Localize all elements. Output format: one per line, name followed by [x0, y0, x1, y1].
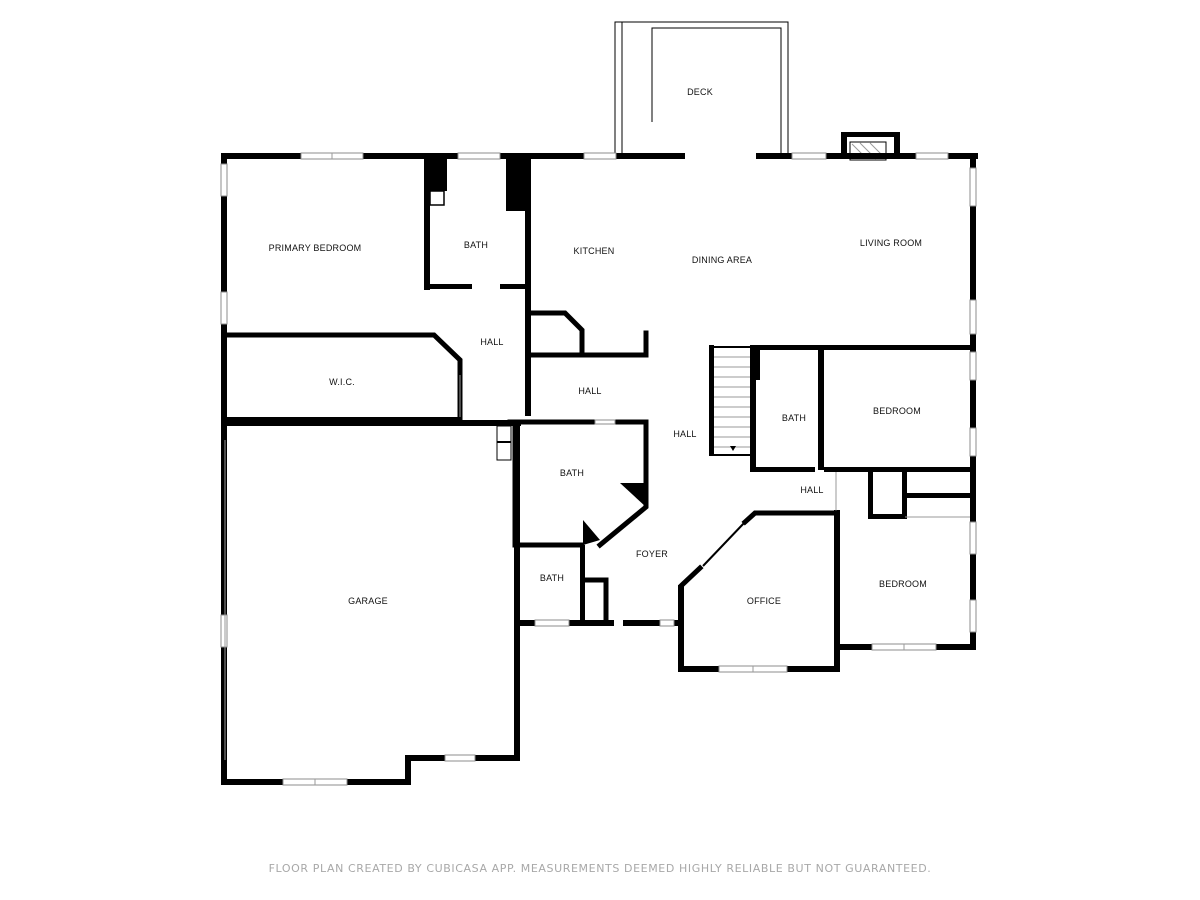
- label-primary-bedroom: PRIMARY BEDROOM: [269, 243, 362, 253]
- deck-outline: [614, 21, 789, 156]
- label-hall-primary: HALL: [480, 337, 503, 347]
- label-bath-center: BATH: [560, 468, 584, 478]
- label-foyer: FOYER: [636, 549, 668, 559]
- windows: [220, 152, 977, 786]
- label-hall-middle: HALL: [578, 386, 601, 396]
- label-hall-east: HALL: [800, 485, 823, 495]
- label-office: OFFICE: [747, 596, 781, 606]
- label-bath-small: BATH: [540, 573, 564, 583]
- label-bath-primary: BATH: [464, 240, 488, 250]
- label-bath-stairs: BATH: [782, 413, 806, 423]
- interior-walls: [221, 156, 975, 625]
- label-bedroom-upper: BEDROOM: [873, 406, 921, 416]
- label-bedroom-lower: BEDROOM: [879, 579, 927, 589]
- label-living-room: LIVING ROOM: [860, 238, 922, 248]
- footer-disclaimer: FLOOR PLAN CREATED BY CUBICASA APP. MEAS…: [269, 862, 932, 875]
- label-dining-area: DINING AREA: [692, 255, 752, 265]
- label-deck: DECK: [687, 87, 713, 97]
- label-hall-center: HALL: [673, 429, 696, 439]
- label-kitchen: KITCHEN: [574, 246, 615, 256]
- room-labels: DECK PRIMARY BEDROOM BATH KITCHEN DINING…: [269, 87, 927, 606]
- label-garage: GARAGE: [348, 596, 388, 606]
- stair-treads: [714, 356, 752, 448]
- label-wic: W.I.C.: [329, 377, 355, 387]
